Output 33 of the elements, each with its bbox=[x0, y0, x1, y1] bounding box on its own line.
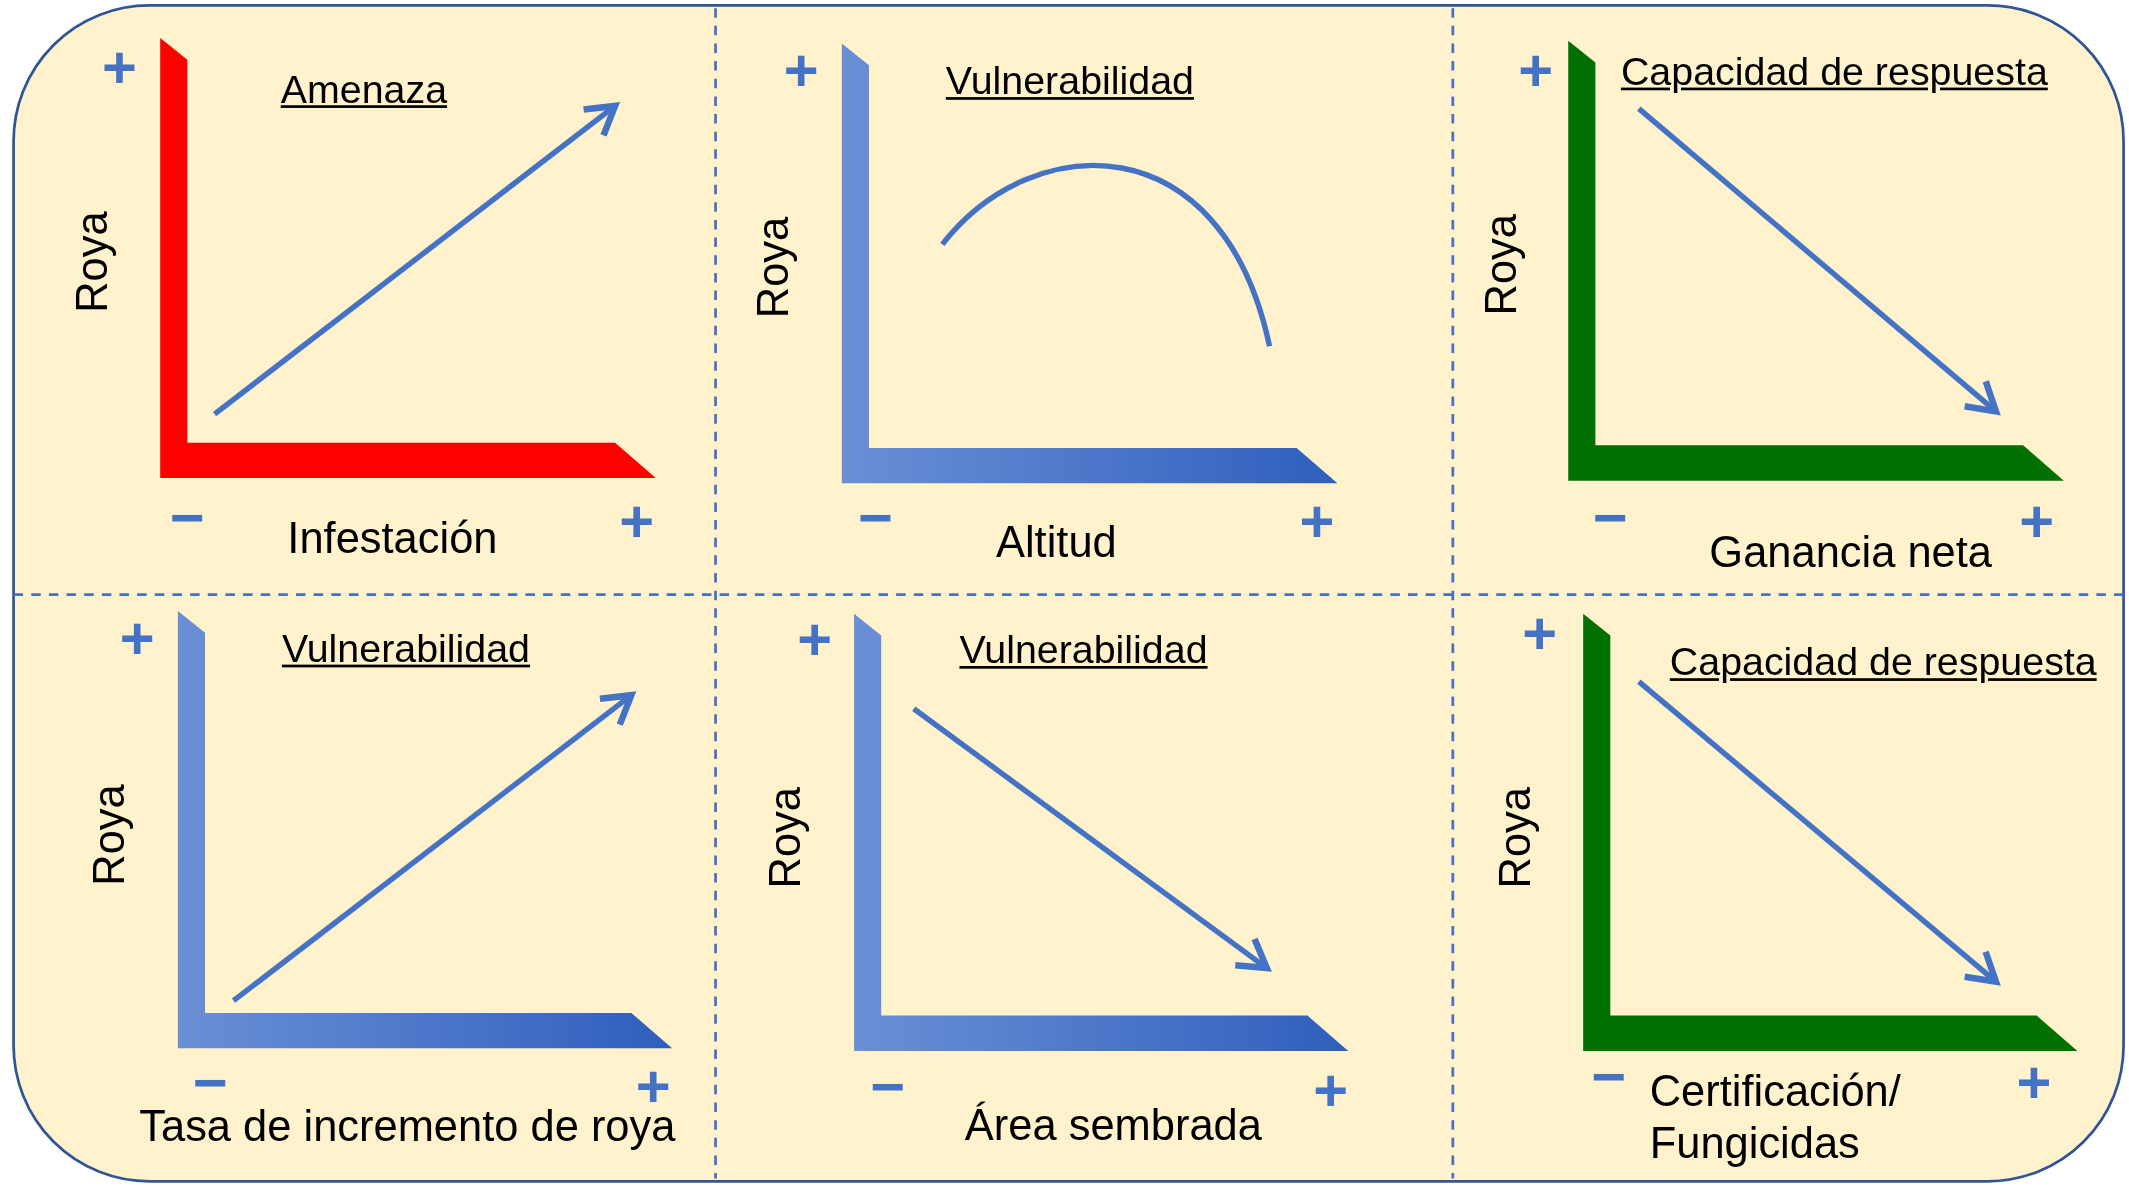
plus-sign: + bbox=[2019, 491, 2055, 552]
axis-label: Roya bbox=[1490, 787, 1541, 889]
axis-label: Roya bbox=[84, 784, 135, 886]
minus-sign: − bbox=[1591, 1046, 1627, 1107]
axis-label: Ganancia neta bbox=[1709, 527, 1992, 578]
plus-sign: + bbox=[1299, 491, 1335, 552]
chart-title: Capacidad de respuesta bbox=[1669, 640, 2097, 685]
axis-label: Roya bbox=[67, 211, 118, 313]
minus-sign: − bbox=[870, 1056, 906, 1117]
plus-sign: + bbox=[2016, 1052, 2052, 1112]
chart-title: Capacidad de respuesta bbox=[1620, 49, 2048, 95]
chart-title: Vulnerabilidad bbox=[281, 626, 531, 672]
axis-label: Roya bbox=[1476, 214, 1527, 316]
plus-sign: + bbox=[619, 491, 655, 552]
axis-label: Roya bbox=[748, 216, 799, 319]
minus-sign: − bbox=[169, 487, 205, 548]
chart-title: Amenaza bbox=[280, 67, 448, 112]
plus-sign: + bbox=[119, 608, 155, 669]
minus-sign: − bbox=[1592, 487, 1628, 548]
plus-sign: + bbox=[1313, 1060, 1349, 1121]
plus-sign: + bbox=[102, 38, 137, 98]
axis-label: Roya bbox=[761, 787, 811, 889]
plus-sign: + bbox=[783, 40, 819, 101]
minus-sign: − bbox=[858, 487, 894, 548]
plus-sign: + bbox=[1522, 604, 1558, 664]
chart-title: Vulnerabilidad bbox=[959, 627, 1208, 673]
plus-sign: + bbox=[1518, 40, 1554, 101]
axis-label: Certificación/ Fungicidas bbox=[1649, 1065, 1902, 1170]
plus-sign: + bbox=[797, 609, 833, 670]
chart-title: Vulnerabilidad bbox=[945, 59, 1194, 104]
axis-label: Infestación bbox=[287, 513, 498, 565]
axis-label: Altitud bbox=[995, 518, 1117, 569]
axis-label: Área sembrada bbox=[964, 1100, 1262, 1151]
